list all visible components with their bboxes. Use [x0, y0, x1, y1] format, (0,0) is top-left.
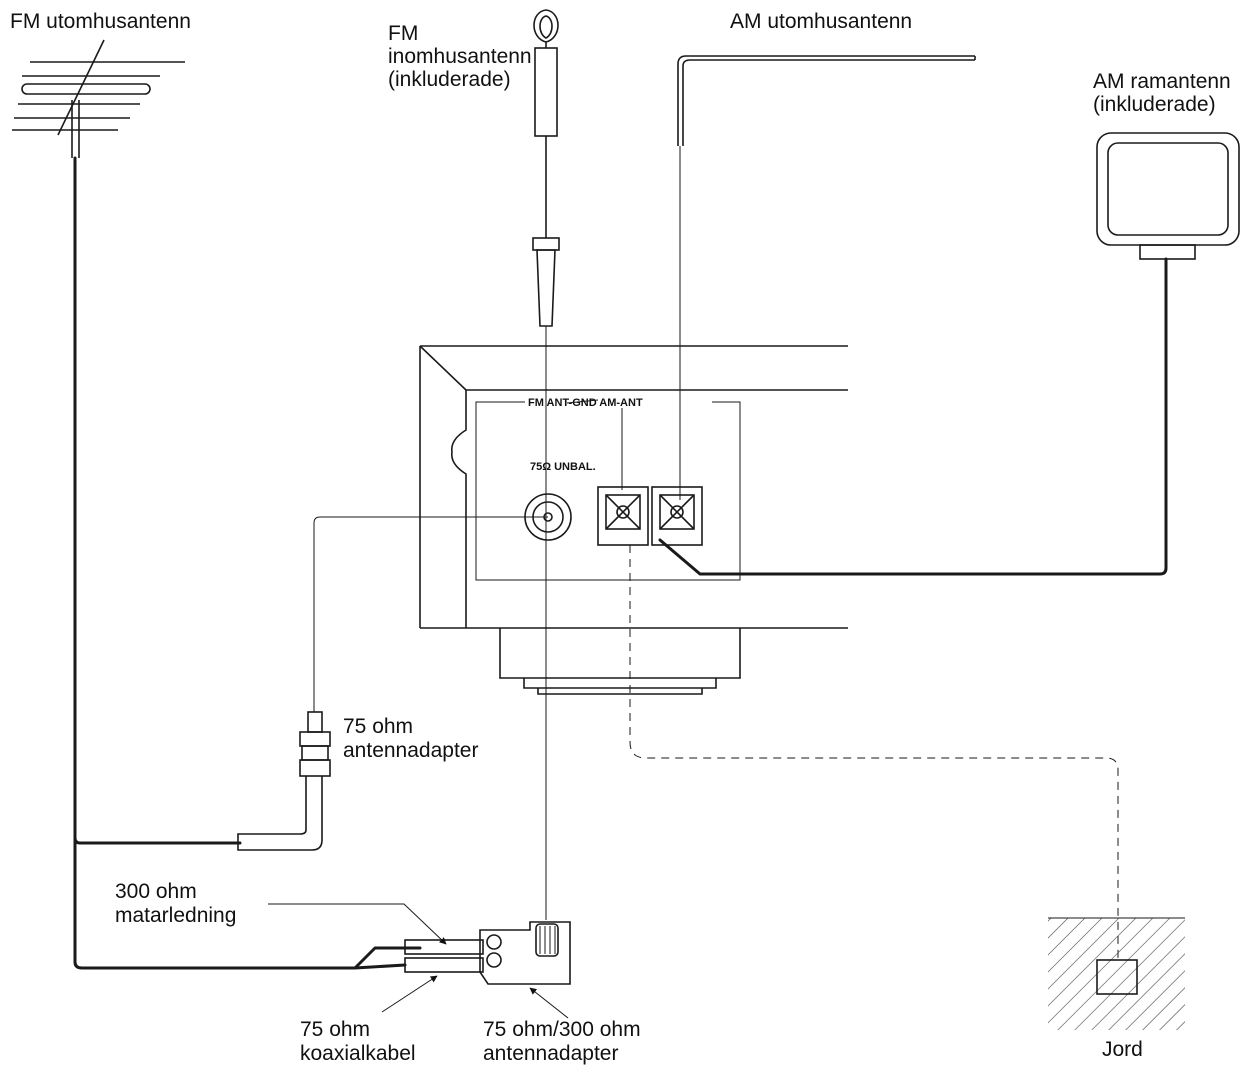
- am-loop-cable: [658, 257, 1168, 576]
- coax-75-label-line1: 75 ohm: [300, 1018, 370, 1041]
- adapter-75-300-label-line2: antennadapter: [483, 1042, 618, 1065]
- fm-outdoor-antenna-icon: [12, 39, 185, 158]
- adapter-75-300-ohm-icon: [404, 921, 571, 985]
- fm-outdoor-cable: [73, 156, 242, 845]
- gnd-terminal[interactable]: [597, 486, 649, 546]
- unbal-label: 75Ω UNBAL.: [530, 461, 596, 473]
- am-loop-label-line2: (inkluderade): [1093, 93, 1216, 116]
- fm-outdoor-label: FM utomhusantenn: [10, 10, 191, 33]
- feeder-300-label-line1: 300 ohm: [115, 880, 197, 903]
- terminal-label-frame: [475, 401, 741, 581]
- terminal-labels: FM ANT-GND AM-ANT: [528, 397, 643, 409]
- adapter-75-ohm-icon: [237, 711, 331, 851]
- ground-icon: [1048, 917, 1185, 1030]
- feeder-300-leader: [268, 903, 447, 945]
- adapter-75-300-leader: [529, 987, 569, 1019]
- am-outdoor-antenna-icon: [677, 55, 976, 146]
- adapter-75-300-label-line1: 75 ohm/300 ohm: [483, 1018, 641, 1041]
- am-outdoor-label: AM utomhusantenn: [730, 10, 912, 33]
- am-loop-label-line1: AM ramantenn: [1093, 70, 1231, 93]
- am-terminal[interactable]: [651, 486, 703, 546]
- feeder-300-label-line2: matarledning: [115, 904, 236, 927]
- fm-indoor-label-line1: FM: [388, 22, 418, 45]
- coax-75-label-line2: koaxialkabel: [300, 1042, 416, 1065]
- ground-wire: [629, 545, 1119, 960]
- ground-label: Jord: [1102, 1038, 1143, 1061]
- am-loop-antenna-icon: [1096, 132, 1240, 260]
- receiver-back-panel: [419, 345, 848, 695]
- coax-75-leader: [381, 975, 438, 1013]
- adapter-75-label-line2: antennadapter: [343, 739, 478, 762]
- adapter-75-label-line1: 75 ohm: [343, 715, 413, 738]
- coax-jack-lead: [313, 516, 548, 712]
- fm-indoor-label-line2: inomhusantenn: [388, 45, 532, 68]
- fm-indoor-antenna-icon: [532, 9, 560, 327]
- fm-indoor-label-line3: (inkluderade): [388, 68, 511, 91]
- fm-outdoor-feeder-cable: [73, 836, 422, 970]
